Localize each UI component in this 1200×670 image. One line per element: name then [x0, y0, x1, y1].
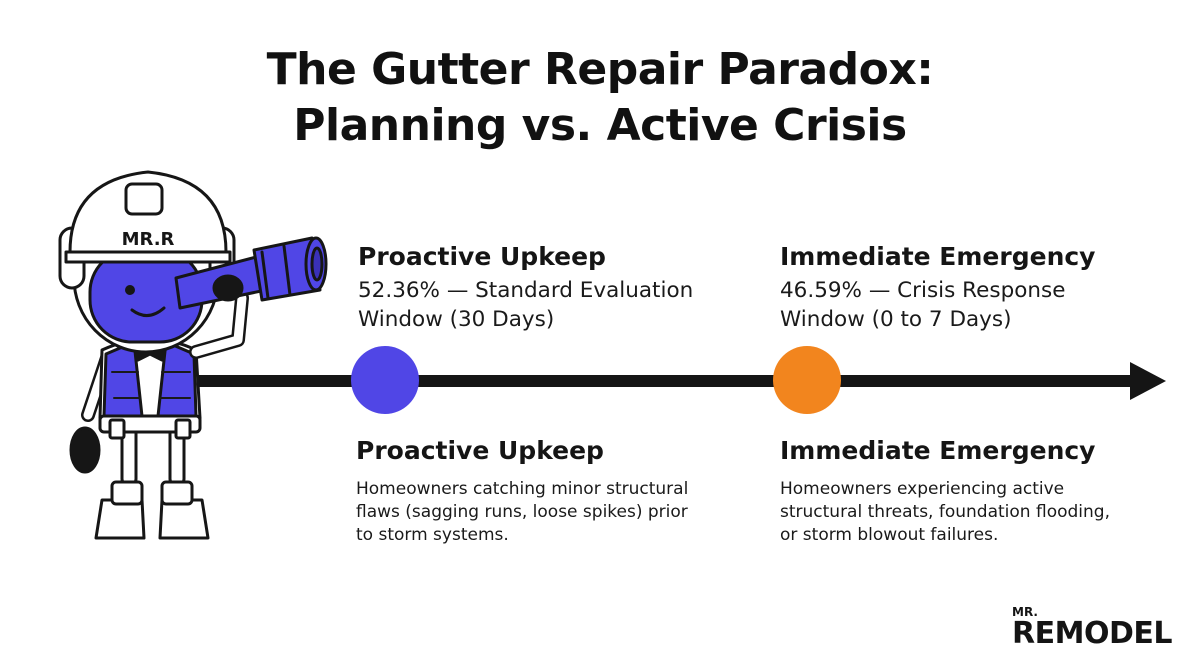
emergency-desc-line-3: or storm blowout failures. [780, 525, 999, 545]
robot-mascot-with-telescope-icon: MR.R [58, 170, 328, 540]
page-title: The Gutter Repair Paradox: Planning vs. … [0, 42, 1200, 154]
emergency-lower-heading: Immediate Emergency [780, 436, 1096, 465]
title-line-2: Planning vs. Active Crisis [293, 100, 907, 151]
proactive-desc-line-1: Homeowners catching minor structural [356, 479, 689, 499]
emergency-desc-line-1: Homeowners experiencing active [780, 479, 1065, 499]
proactive-stat-line-2: Window (30 Days) [358, 307, 555, 332]
timeline-arrowhead [1130, 362, 1166, 400]
proactive-heading: Proactive Upkeep [358, 242, 606, 271]
proactive-desc-line-2: flaws (sagging runs, loose spikes) prior [356, 502, 688, 522]
emergency-marker [773, 346, 841, 414]
logo-small-text: MR. [1012, 605, 1038, 619]
proactive-marker [351, 346, 419, 414]
proactive-desc-line-3: to storm systems. [356, 525, 509, 545]
helmet-label: MR.R [122, 229, 175, 250]
emergency-heading: Immediate Emergency [780, 242, 1096, 271]
mr-remodel-logo: MR. REMODEL [1012, 606, 1172, 650]
emergency-desc-line-2: structural threats, foundation flooding, [780, 502, 1110, 522]
emergency-stat-line-2: Window (0 to 7 Days) [780, 307, 1012, 332]
title-line-1: The Gutter Repair Paradox: [266, 44, 934, 95]
proactive-lower-heading: Proactive Upkeep [356, 436, 604, 465]
logo-big-text: REMODEL [1012, 616, 1172, 651]
proactive-stat-line-1: 52.36% — Standard Evaluation [358, 278, 694, 303]
emergency-stat-line-1: 46.59% — Crisis Response [780, 278, 1066, 303]
